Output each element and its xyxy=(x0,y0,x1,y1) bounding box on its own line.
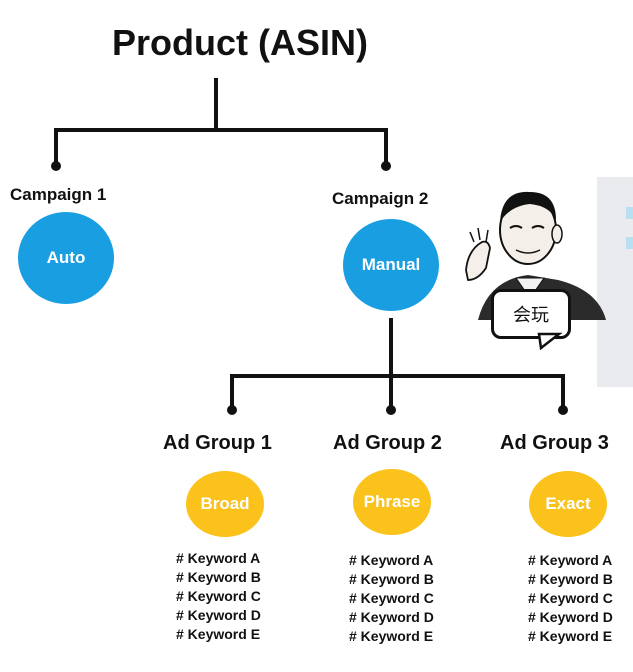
ad-group-2-match: Phrase xyxy=(363,492,421,511)
keyword-item: # Keyword D xyxy=(528,609,613,625)
speech-bubble-tail xyxy=(537,332,563,350)
keyword-item: # Keyword B xyxy=(349,571,434,587)
meme-caption-bubble: 会玩 xyxy=(491,289,571,339)
ad-group-1-match-circle: Broad xyxy=(186,471,264,537)
campaign-2-label: Campaign 2 xyxy=(332,189,429,208)
ad-group-3-label: Ad Group 3 xyxy=(500,432,609,454)
meme-background-panel xyxy=(597,177,633,387)
ad-group-3-match-circle: Exact xyxy=(529,471,607,537)
campaign-2-type-circle: Manual xyxy=(343,219,439,311)
campaign-1-label: Campaign 1 xyxy=(10,185,107,204)
keyword-item: # Keyword A xyxy=(349,552,434,568)
ad-group-3-keywords: # Keyword A # Keyword B # Keyword C # Ke… xyxy=(528,551,613,646)
keyword-item: # Keyword C xyxy=(176,588,261,604)
keyword-item: # Keyword B xyxy=(528,571,613,587)
keyword-item: # Keyword C xyxy=(528,590,613,606)
ad-group-2-label: Ad Group 2 xyxy=(333,432,442,454)
product-title: Product (ASIN) xyxy=(112,22,368,63)
connector-dot-campaign-1 xyxy=(51,161,61,171)
keyword-item: # Keyword A xyxy=(176,550,261,566)
ad-group-1-label: Ad Group 1 xyxy=(163,432,272,454)
ad-group-2-keywords: # Keyword A # Keyword B # Keyword C # Ke… xyxy=(349,551,434,646)
keyword-item: # Keyword B xyxy=(176,569,261,585)
connector-dot-adgroup-1 xyxy=(227,405,237,415)
ad-group-2-match-circle: Phrase xyxy=(353,469,431,535)
keyword-item: # Keyword E xyxy=(349,628,434,644)
connector-dot-campaign-2 xyxy=(381,161,391,171)
connector-dot-adgroup-3 xyxy=(558,405,568,415)
ad-group-1-match: Broad xyxy=(200,494,250,513)
keyword-item: # Keyword C xyxy=(349,590,434,606)
connector-dot-adgroup-2 xyxy=(386,405,396,415)
meme-caption: 会玩 xyxy=(513,305,549,325)
keyword-item: # Keyword D xyxy=(349,609,434,625)
keyword-item: # Keyword E xyxy=(528,628,613,644)
ad-group-1-keywords: # Keyword A # Keyword B # Keyword C # Ke… xyxy=(176,549,261,644)
keyword-item: # Keyword D xyxy=(176,607,261,623)
campaign-2-type: Manual xyxy=(361,255,421,274)
keyword-item: # Keyword A xyxy=(528,552,613,568)
campaign-1-type-circle: Auto xyxy=(18,212,114,304)
campaign-1-type: Auto xyxy=(46,248,86,267)
keyword-item: # Keyword E xyxy=(176,626,261,642)
ad-group-3-match: Exact xyxy=(545,494,591,513)
